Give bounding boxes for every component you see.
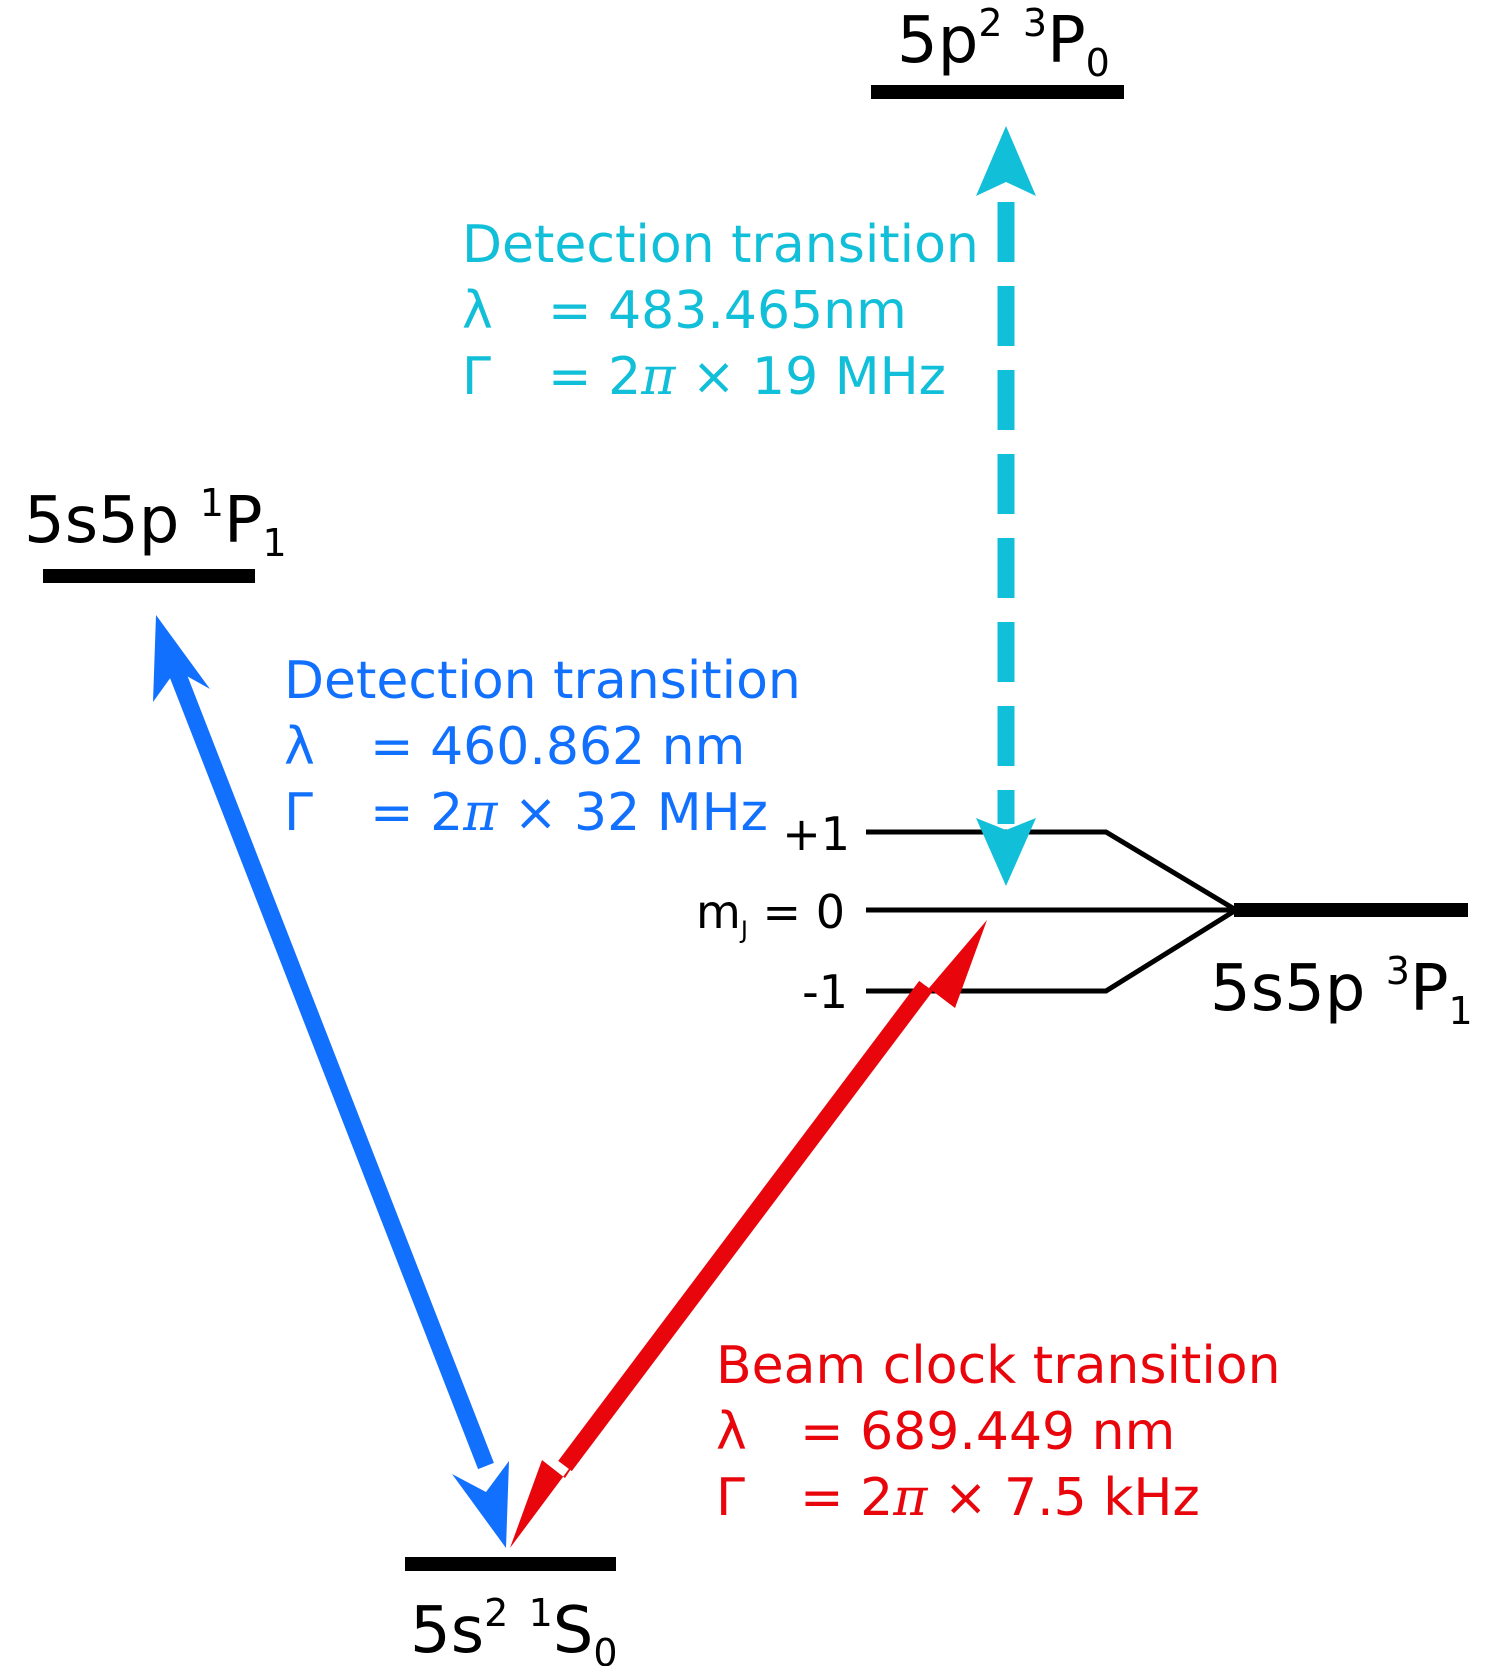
zeeman-sublevel-minus-one [866,907,1238,994]
red-transition-text: Beam clock transition λ = 689.449 nm Γ =… [716,1336,1281,1528]
red-arrowhead-down [510,1446,586,1548]
cyan-detection-arrow [976,126,1036,886]
blue-arrowhead-down [452,1461,509,1548]
red-clock-arrow [510,920,987,1548]
zeeman-label-plus-one: +1 [782,807,850,861]
red-arrowhead-up [912,920,987,1008]
cyan-arrowhead-down [976,818,1036,886]
red-gamma-symbol: Γ [716,1468,745,1528]
blue-transition-text: Detection transition λ = 460.862 nm Γ = … [284,651,801,843]
cyan-lambda-value: = 483.465nm [548,281,907,341]
blue-transition-title: Detection transition [284,651,801,711]
zeeman-label-minus-one: -1 [802,965,848,1019]
cyan-transition-text: Detection transition λ = 483.465nm Γ = 2… [462,215,979,407]
red-gamma-value: = 2π × 7.5 kHz [800,1468,1200,1528]
level-label-5p2-3P0: 5p2 3P0 [897,1,1110,85]
cyan-gamma-value: = 2π × 19 MHz [548,347,946,407]
blue-lambda-value: = 460.862 nm [370,717,745,777]
cyan-transition-title: Detection transition [462,215,979,275]
cyan-arrowhead-up [976,126,1036,196]
blue-gamma-symbol: Γ [284,783,313,843]
cyan-lambda-symbol: λ [462,281,493,341]
blue-gamma-value: = 2π × 32 MHz [370,783,768,843]
level-label-5s2-1S0: 5s2 1S0 [410,1591,618,1666]
red-transition-title: Beam clock transition [716,1336,1281,1396]
red-lambda-value: = 689.449 nm [800,1402,1175,1462]
blue-detection-arrow [153,615,509,1548]
level-label-5s5p-3P1: 5s5p 3P1 [1210,949,1473,1033]
cyan-gamma-symbol: Γ [462,347,491,407]
blue-lambda-symbol: λ [284,717,315,777]
blue-arrowhead-up [153,615,210,702]
zeeman-sublevel-plus-one [866,829,1238,913]
level-label-5s5p-1P1: 5s5p 1P1 [24,481,287,565]
red-lambda-symbol: λ [716,1402,747,1462]
zeeman-label-zero: mJ = 0 [696,885,845,944]
